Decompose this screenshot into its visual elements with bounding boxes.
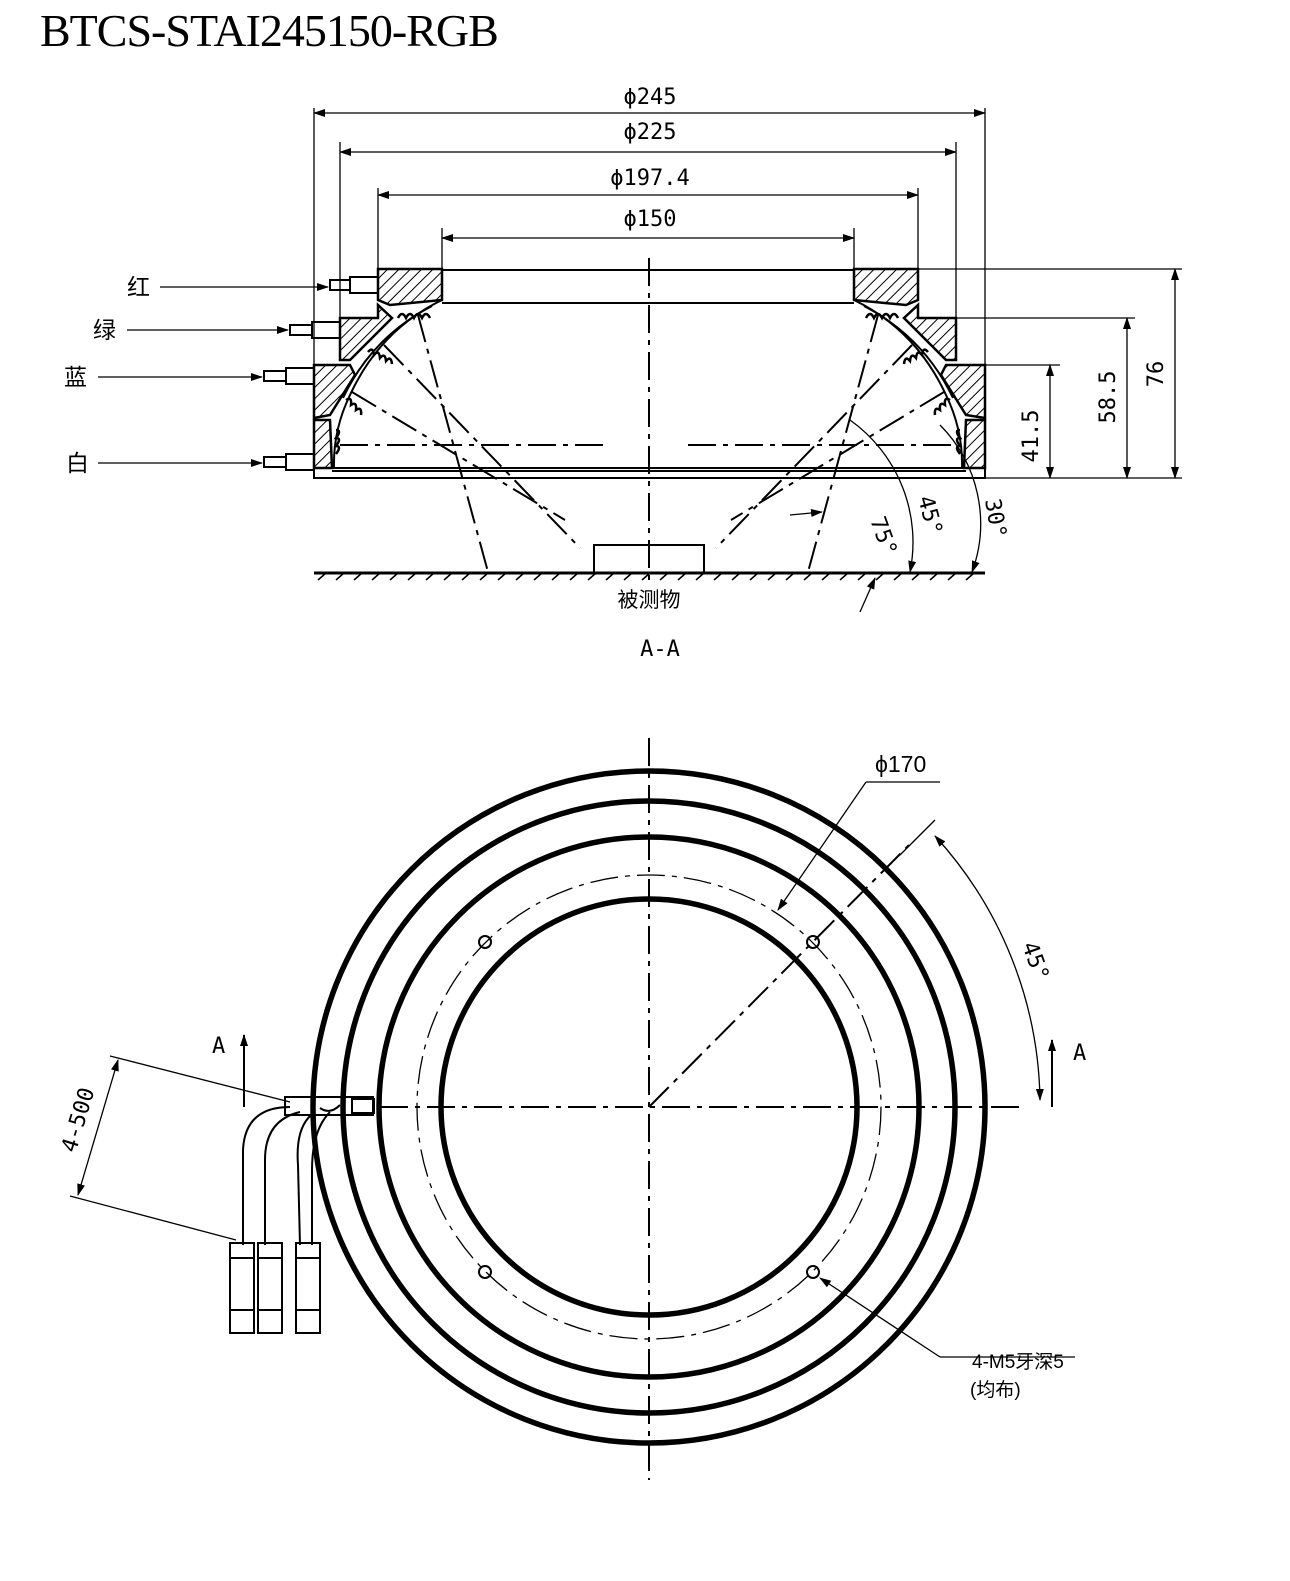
bolt-circle-label: ϕ170 (875, 751, 926, 777)
wire-label-blue: 蓝 (64, 364, 87, 390)
section-label: A-A (640, 637, 680, 662)
object-label: 被测物 (618, 589, 681, 612)
wire-label-red: 红 (127, 274, 150, 300)
plan-view: ϕ170 45° A A (57, 738, 1086, 1480)
wire-label-green: 绿 (93, 317, 116, 343)
dim-h58: 58.5 (1096, 371, 1121, 424)
led-teeth-right (864, 312, 963, 455)
hole-note-line2: (均布) (970, 1379, 1021, 1401)
dim-h41: 41.5 (1019, 410, 1044, 463)
section-mark-right: A (1073, 1041, 1086, 1066)
dim-d225: ϕ225 (624, 120, 677, 145)
bolt-holes (478, 935, 820, 1279)
led-teeth-left (333, 312, 432, 455)
extension-lines (313, 108, 1182, 479)
hole-note-line1: 4-M5牙深5 (972, 1351, 1064, 1373)
dim-d197: ϕ197.4 (610, 166, 689, 191)
wire-labels: 红 绿 蓝 白 (64, 274, 329, 476)
light-rays (351, 314, 945, 573)
diameter-dimensions: ϕ245 ϕ225 ϕ197.4 ϕ150 (313, 85, 986, 242)
dim-h76: 76 (1144, 361, 1169, 388)
angle-75: 75° (864, 514, 901, 560)
dim-d245: ϕ245 (624, 85, 677, 110)
plan-angle-45: 45° (1016, 939, 1053, 985)
cable-length-label: 4-500 (57, 1085, 100, 1156)
section-mark-left: A (212, 1034, 225, 1059)
wire-label-white: 白 (66, 450, 89, 476)
dim-d150: ϕ150 (624, 207, 677, 232)
height-dimensions: 76 58.5 41.5 (1019, 268, 1179, 479)
ground-and-object: 被测物 A-A (314, 544, 985, 662)
drawing-title: BTCS-STAI245150-RGB (40, 5, 499, 56)
angle-30: 30° (979, 497, 1011, 540)
measured-object (593, 544, 705, 574)
angle-45: 45° (912, 493, 946, 538)
wire-connectors (263, 276, 379, 471)
plan-diagonal (648, 841, 913, 1108)
housing-section (263, 267, 987, 479)
cable-bundle (229, 1096, 375, 1334)
section-view: ϕ245 ϕ225 ϕ197.4 ϕ150 76 58.5 41.5 (64, 85, 1182, 662)
